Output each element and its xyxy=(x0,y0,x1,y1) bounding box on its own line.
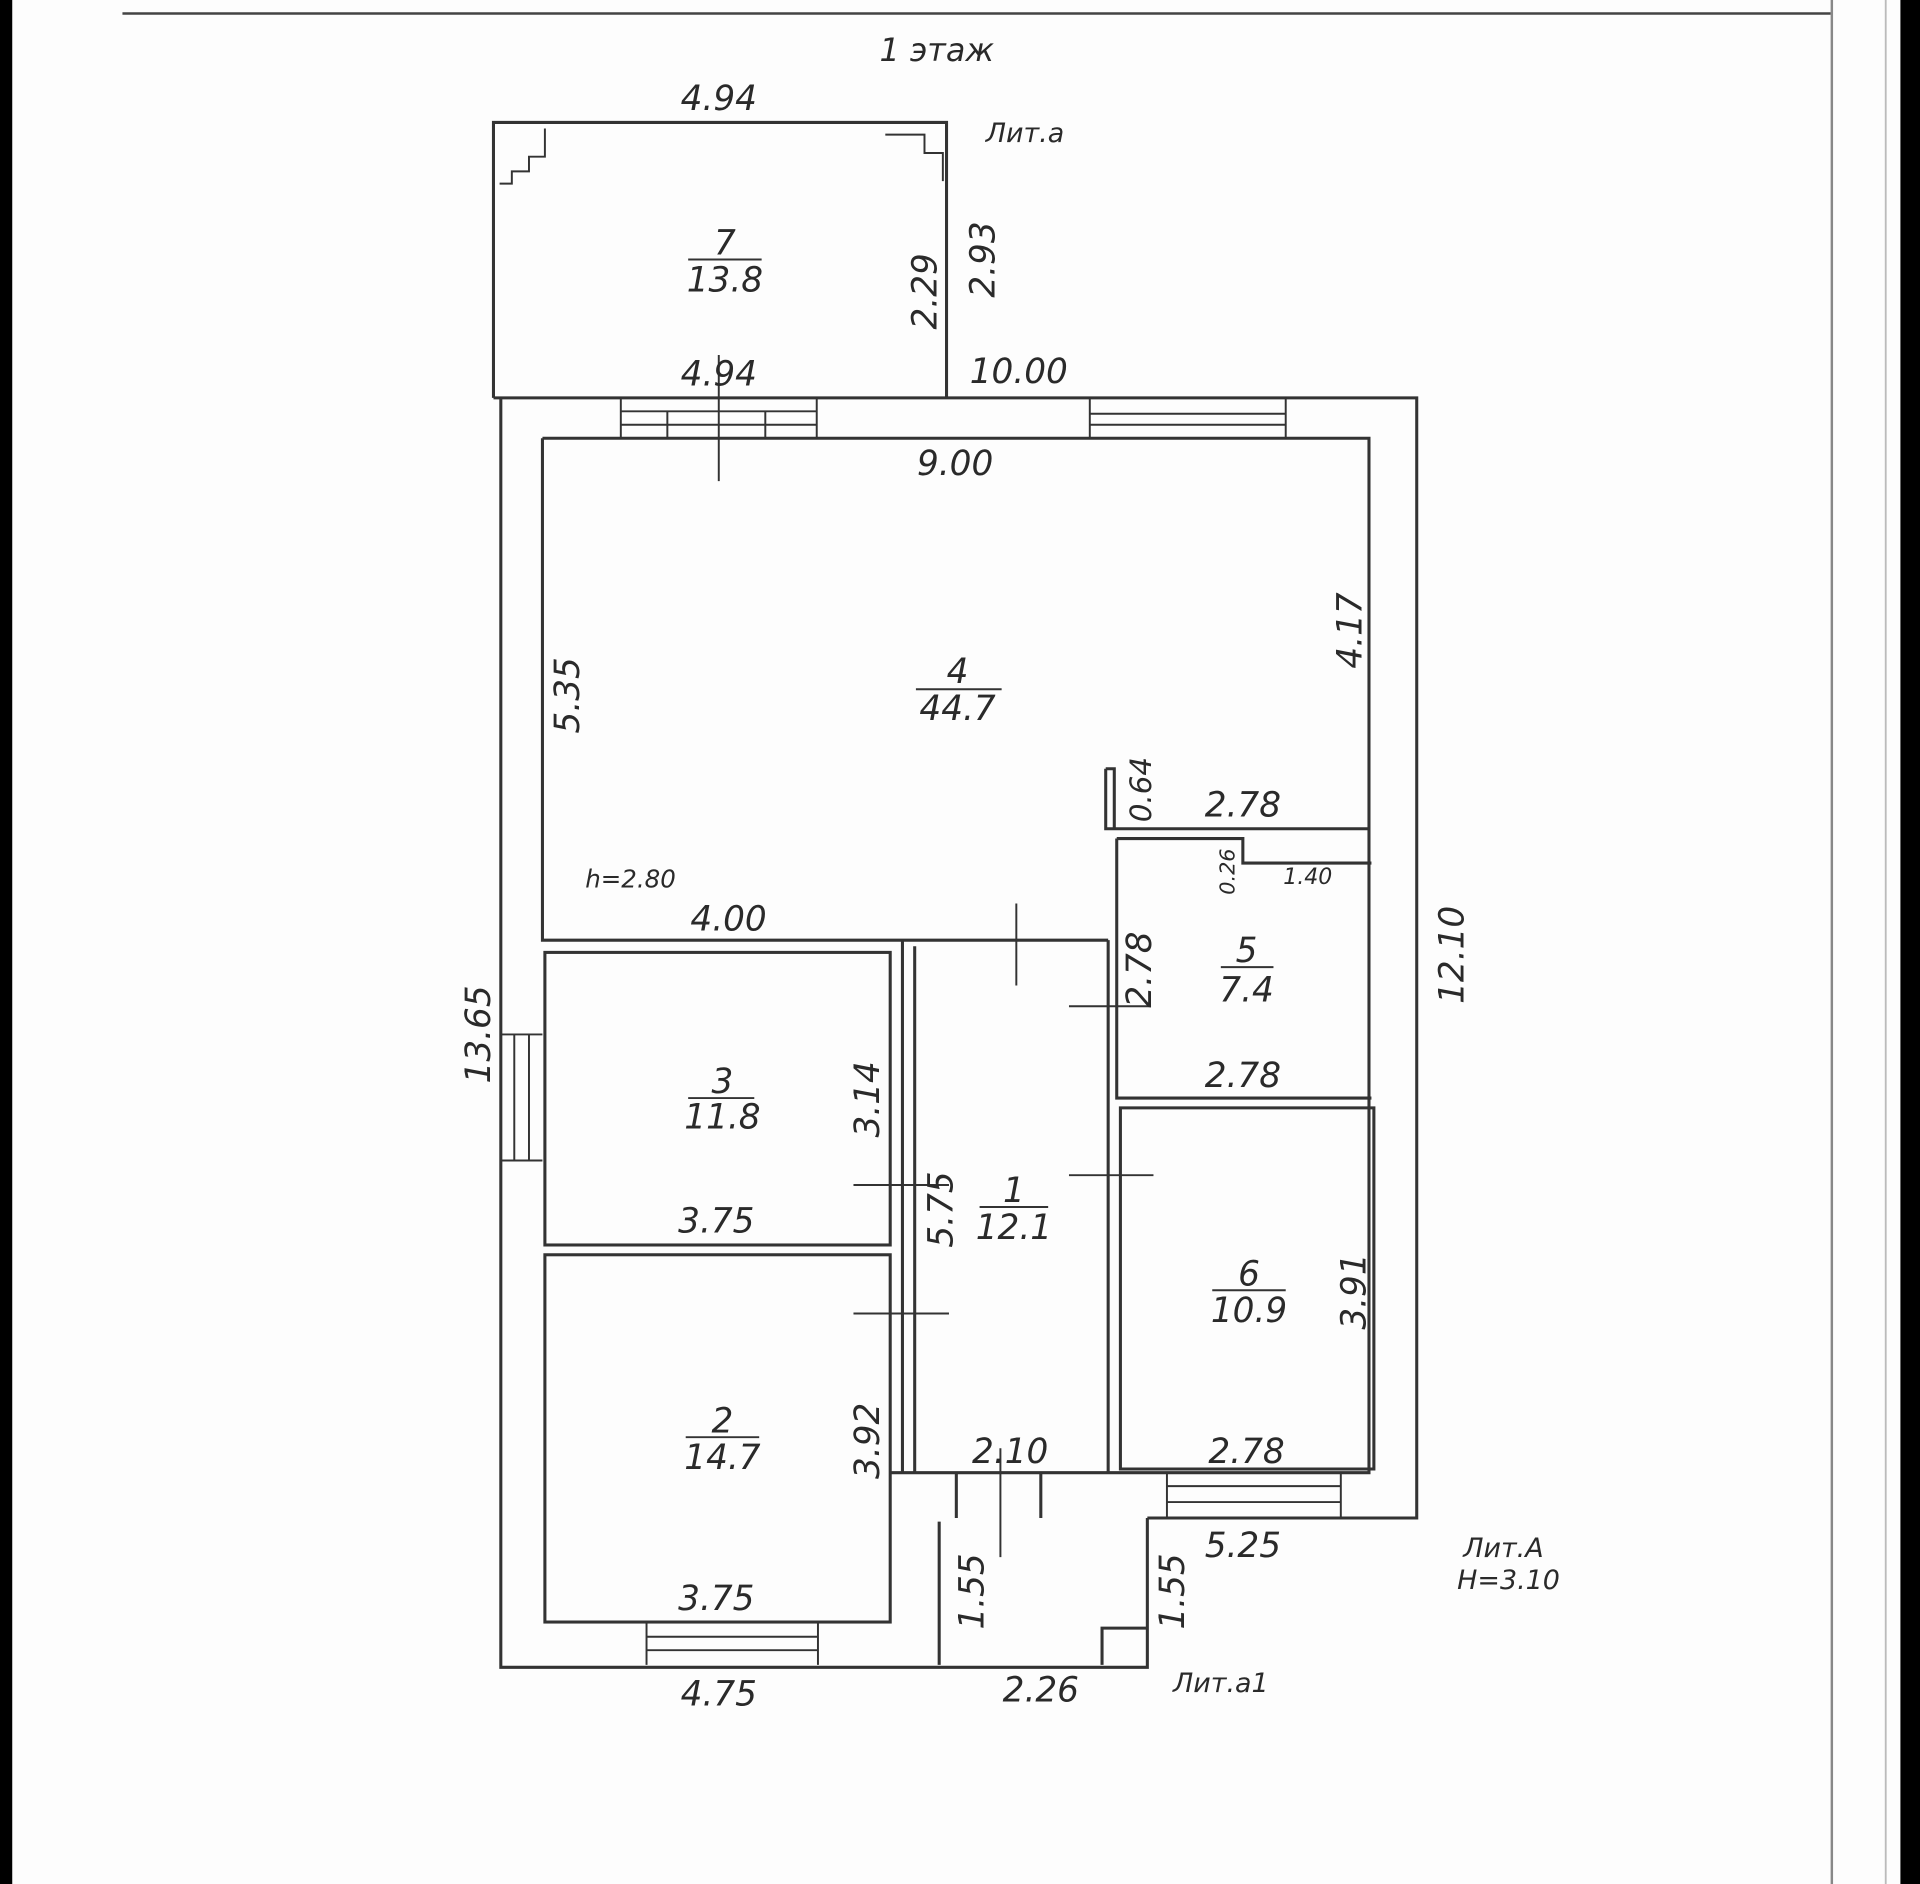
dim: 4.00 xyxy=(690,899,766,939)
dim: 10.00 xyxy=(970,352,1068,392)
room-number: 3 xyxy=(712,1062,734,1102)
room-number: 4 xyxy=(947,652,969,692)
dim: 3.14 xyxy=(848,1061,888,1137)
dim: 2.78 xyxy=(1205,1056,1281,1096)
room-6: 610.9 xyxy=(1211,1254,1287,1331)
room-number: 2 xyxy=(712,1401,734,1441)
room-2: 214.7 xyxy=(684,1401,761,1478)
dimensions: 4.94 4.94 2.29 2.93 10.00 9.00 5.35 4.17… xyxy=(459,79,1472,1714)
dim: 3.91 xyxy=(1334,1253,1374,1329)
dim: 5.75 xyxy=(922,1171,962,1247)
room-3: 311.8 xyxy=(684,1062,760,1137)
dim: 2.93 xyxy=(963,221,1003,297)
lit-a-label: Лит.а xyxy=(985,118,1064,149)
room-number: 1 xyxy=(1003,1171,1025,1211)
rooms: 713.8 444.7 57.4 311.8 112.1 610.9 214.7 xyxy=(684,224,1287,1478)
dim: 2.78 xyxy=(1205,786,1281,826)
dim: 4.17 xyxy=(1331,592,1371,668)
dim: 1.55 xyxy=(1153,1553,1193,1629)
ceiling-height: h=2.80 xyxy=(585,865,676,894)
room-number: 5 xyxy=(1236,931,1258,971)
dim: 12.10 xyxy=(1432,906,1472,1004)
dim: 2.10 xyxy=(972,1432,1048,1472)
dim: 3.92 xyxy=(848,1403,888,1479)
room-area: 44.7 xyxy=(919,689,996,729)
dim: 2.78 xyxy=(1208,1432,1284,1472)
room-7: 713.8 xyxy=(687,224,763,301)
dim: 4.94 xyxy=(681,79,757,119)
room-area: 11.8 xyxy=(684,1098,760,1138)
labels: 1 этаж Лит.а Лит.А H=3.10 Лит.а1 h=2.80 xyxy=(585,31,1560,1699)
room-area: 13.8 xyxy=(687,260,763,300)
room-area: 10.9 xyxy=(1211,1291,1287,1331)
dim: 9.00 xyxy=(917,444,993,484)
room-5: 57.4 xyxy=(1219,931,1274,1010)
dim: 3.75 xyxy=(678,1202,754,1242)
room-area: 14.7 xyxy=(684,1438,761,1478)
dim: 2.26 xyxy=(1003,1671,1079,1711)
room-number: 6 xyxy=(1238,1254,1260,1294)
lit-A-height: H=3.10 xyxy=(1457,1565,1560,1596)
floor-title: 1 этаж xyxy=(879,31,994,69)
dim: 5.35 xyxy=(548,657,588,733)
dim: 4.94 xyxy=(681,355,757,395)
room-number: 7 xyxy=(714,224,736,264)
dim: 5.25 xyxy=(1205,1526,1281,1566)
room-area: 7.4 xyxy=(1219,970,1274,1010)
walls xyxy=(491,120,1419,1669)
dim: 1.55 xyxy=(952,1553,992,1629)
room-1: 112.1 xyxy=(976,1171,1052,1248)
paper xyxy=(12,0,1901,1884)
dim: 1.40 xyxy=(1283,865,1332,890)
lit-a1-label: Лит.а1 xyxy=(1172,1668,1269,1699)
room-4: 444.7 xyxy=(915,652,1002,729)
dim: 0.26 xyxy=(1215,848,1239,894)
dim: 2.29 xyxy=(906,253,946,329)
dim: 0.64 xyxy=(1124,757,1158,822)
dim: 3.75 xyxy=(678,1579,754,1619)
dim: 4.75 xyxy=(681,1674,757,1714)
room-area: 12.1 xyxy=(976,1208,1052,1248)
lit-A-label: Лит.А xyxy=(1462,1533,1543,1564)
dim: 13.65 xyxy=(459,985,499,1083)
dim: 2.78 xyxy=(1120,931,1160,1007)
